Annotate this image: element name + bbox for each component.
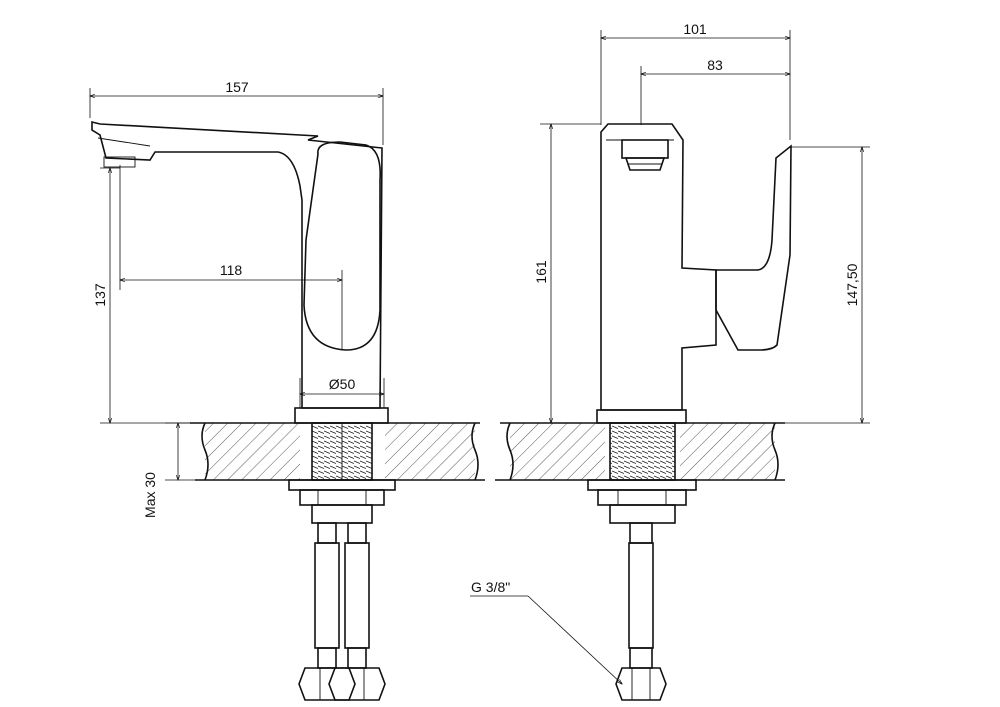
front-mounting-nut (288, 479, 396, 524)
side-view: 101 83 161 147,50 G 3/8" (470, 21, 870, 701)
front-shank (311, 422, 373, 481)
dim-handle-offset: 83 (707, 57, 723, 73)
front-dimensions: 157 118 137 Ø50 Max 30 (90, 79, 384, 518)
side-shank (609, 422, 676, 481)
side-countertop (495, 422, 785, 481)
front-faucet-body (91, 120, 383, 409)
dim-thread: G 3/8" (471, 579, 510, 595)
dim-spout-reach: 118 (220, 262, 243, 278)
side-base-plate (596, 409, 687, 424)
front-supply-hoses (298, 522, 386, 701)
dim-front-height: 137 (92, 283, 108, 307)
side-supply-hose (615, 522, 667, 701)
dim-front-width: 157 (225, 79, 249, 95)
side-handle (715, 144, 792, 351)
dim-base-diameter: Ø50 (329, 376, 356, 392)
dim-handle-height: 147,50 (844, 263, 860, 306)
side-mounting-nut (587, 479, 697, 524)
front-countertop (190, 422, 485, 481)
front-view: 157 118 137 Ø50 Max 30 (90, 79, 485, 701)
side-dimensions: 101 83 161 147,50 G 3/8" (470, 21, 870, 684)
side-faucet-body (600, 123, 717, 411)
front-base-plate (294, 407, 389, 424)
dim-side-depth: 101 (683, 21, 707, 37)
dim-max-thickness: Max 30 (142, 472, 158, 518)
dim-side-height: 161 (533, 260, 549, 284)
